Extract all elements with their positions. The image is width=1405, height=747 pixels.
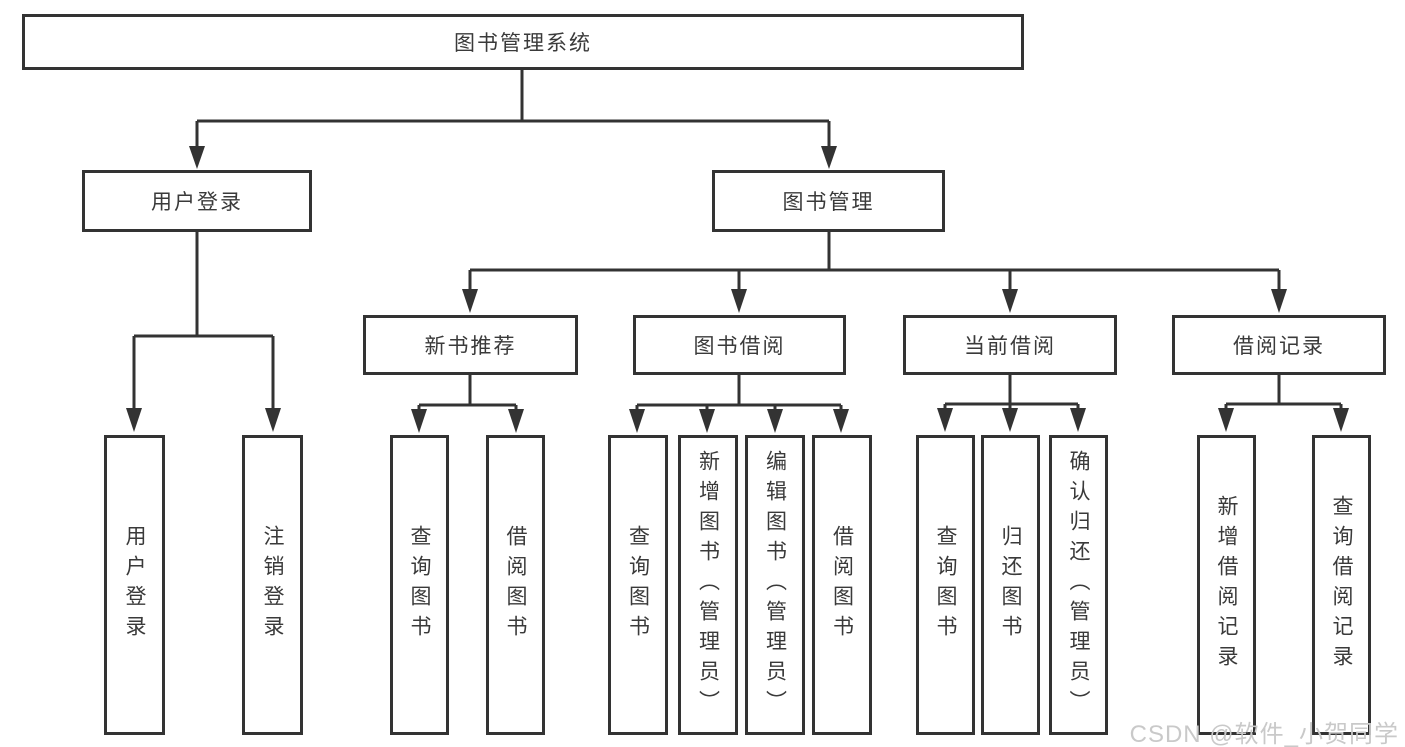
leaf-newbooks-query-label: 查询图书 bbox=[408, 525, 431, 645]
leaf-newbooks-borrow-label: 借阅图书 bbox=[504, 525, 527, 645]
leaf-records-query-label: 查询借阅记录 bbox=[1330, 495, 1353, 675]
node-current-borrow: 当前借阅 bbox=[903, 315, 1117, 375]
leaf-current-return: 归还图书 bbox=[981, 435, 1040, 735]
node-root: 图书管理系统 bbox=[22, 14, 1024, 70]
node-borrow-records-label: 借阅记录 bbox=[1233, 335, 1325, 358]
leaf-current-query-label: 查询图书 bbox=[934, 525, 957, 645]
leaf-records-query: 查询借阅记录 bbox=[1312, 435, 1371, 735]
leaf-current-return-label: 归还图书 bbox=[999, 525, 1022, 645]
node-user-login: 用户登录 bbox=[82, 170, 312, 232]
leaf-borrow-add-book-label: 新增图书（管理员） bbox=[696, 450, 720, 720]
leaf-records-add-label: 新增借阅记录 bbox=[1215, 495, 1238, 675]
node-current-borrow-label: 当前借阅 bbox=[964, 335, 1056, 358]
node-new-books-label: 新书推荐 bbox=[424, 335, 517, 358]
leaf-logout-label: 注销登录 bbox=[261, 525, 284, 645]
node-book-management-label: 图书管理 bbox=[782, 191, 875, 214]
leaf-borrow-add-book: 新增图书（管理员） bbox=[678, 435, 738, 735]
leaf-records-add: 新增借阅记录 bbox=[1197, 435, 1256, 735]
leaf-borrow-book-label: 借阅图书 bbox=[830, 525, 854, 645]
leaf-current-query: 查询图书 bbox=[916, 435, 975, 735]
leaf-borrow-edit-book: 编辑图书（管理员） bbox=[745, 435, 805, 735]
leaf-logout: 注销登录 bbox=[242, 435, 303, 735]
node-root-label: 图书管理系统 bbox=[454, 32, 592, 55]
node-book-management: 图书管理 bbox=[712, 170, 945, 232]
node-new-books: 新书推荐 bbox=[363, 315, 578, 375]
watermark: CSDN @软件_小贺同学 bbox=[1129, 721, 1399, 747]
node-borrow-records: 借阅记录 bbox=[1172, 315, 1386, 375]
node-user-login-label: 用户登录 bbox=[151, 191, 243, 214]
leaf-borrow-book: 借阅图书 bbox=[812, 435, 872, 735]
leaf-borrow-query-label: 查询图书 bbox=[626, 525, 650, 645]
leaf-borrow-edit-book-label: 编辑图书（管理员） bbox=[763, 450, 787, 720]
leaf-borrow-query: 查询图书 bbox=[608, 435, 668, 735]
leaf-newbooks-borrow: 借阅图书 bbox=[486, 435, 545, 735]
node-book-borrow-label: 图书借阅 bbox=[693, 335, 786, 358]
leaf-newbooks-query: 查询图书 bbox=[390, 435, 449, 735]
leaf-user-login-label: 用户登录 bbox=[123, 525, 146, 645]
node-book-borrow: 图书借阅 bbox=[633, 315, 846, 375]
leaf-current-confirm-return-label: 确认归还（管理员） bbox=[1067, 450, 1090, 720]
leaf-current-confirm-return: 确认归还（管理员） bbox=[1049, 435, 1108, 735]
leaf-user-login: 用户登录 bbox=[104, 435, 165, 735]
